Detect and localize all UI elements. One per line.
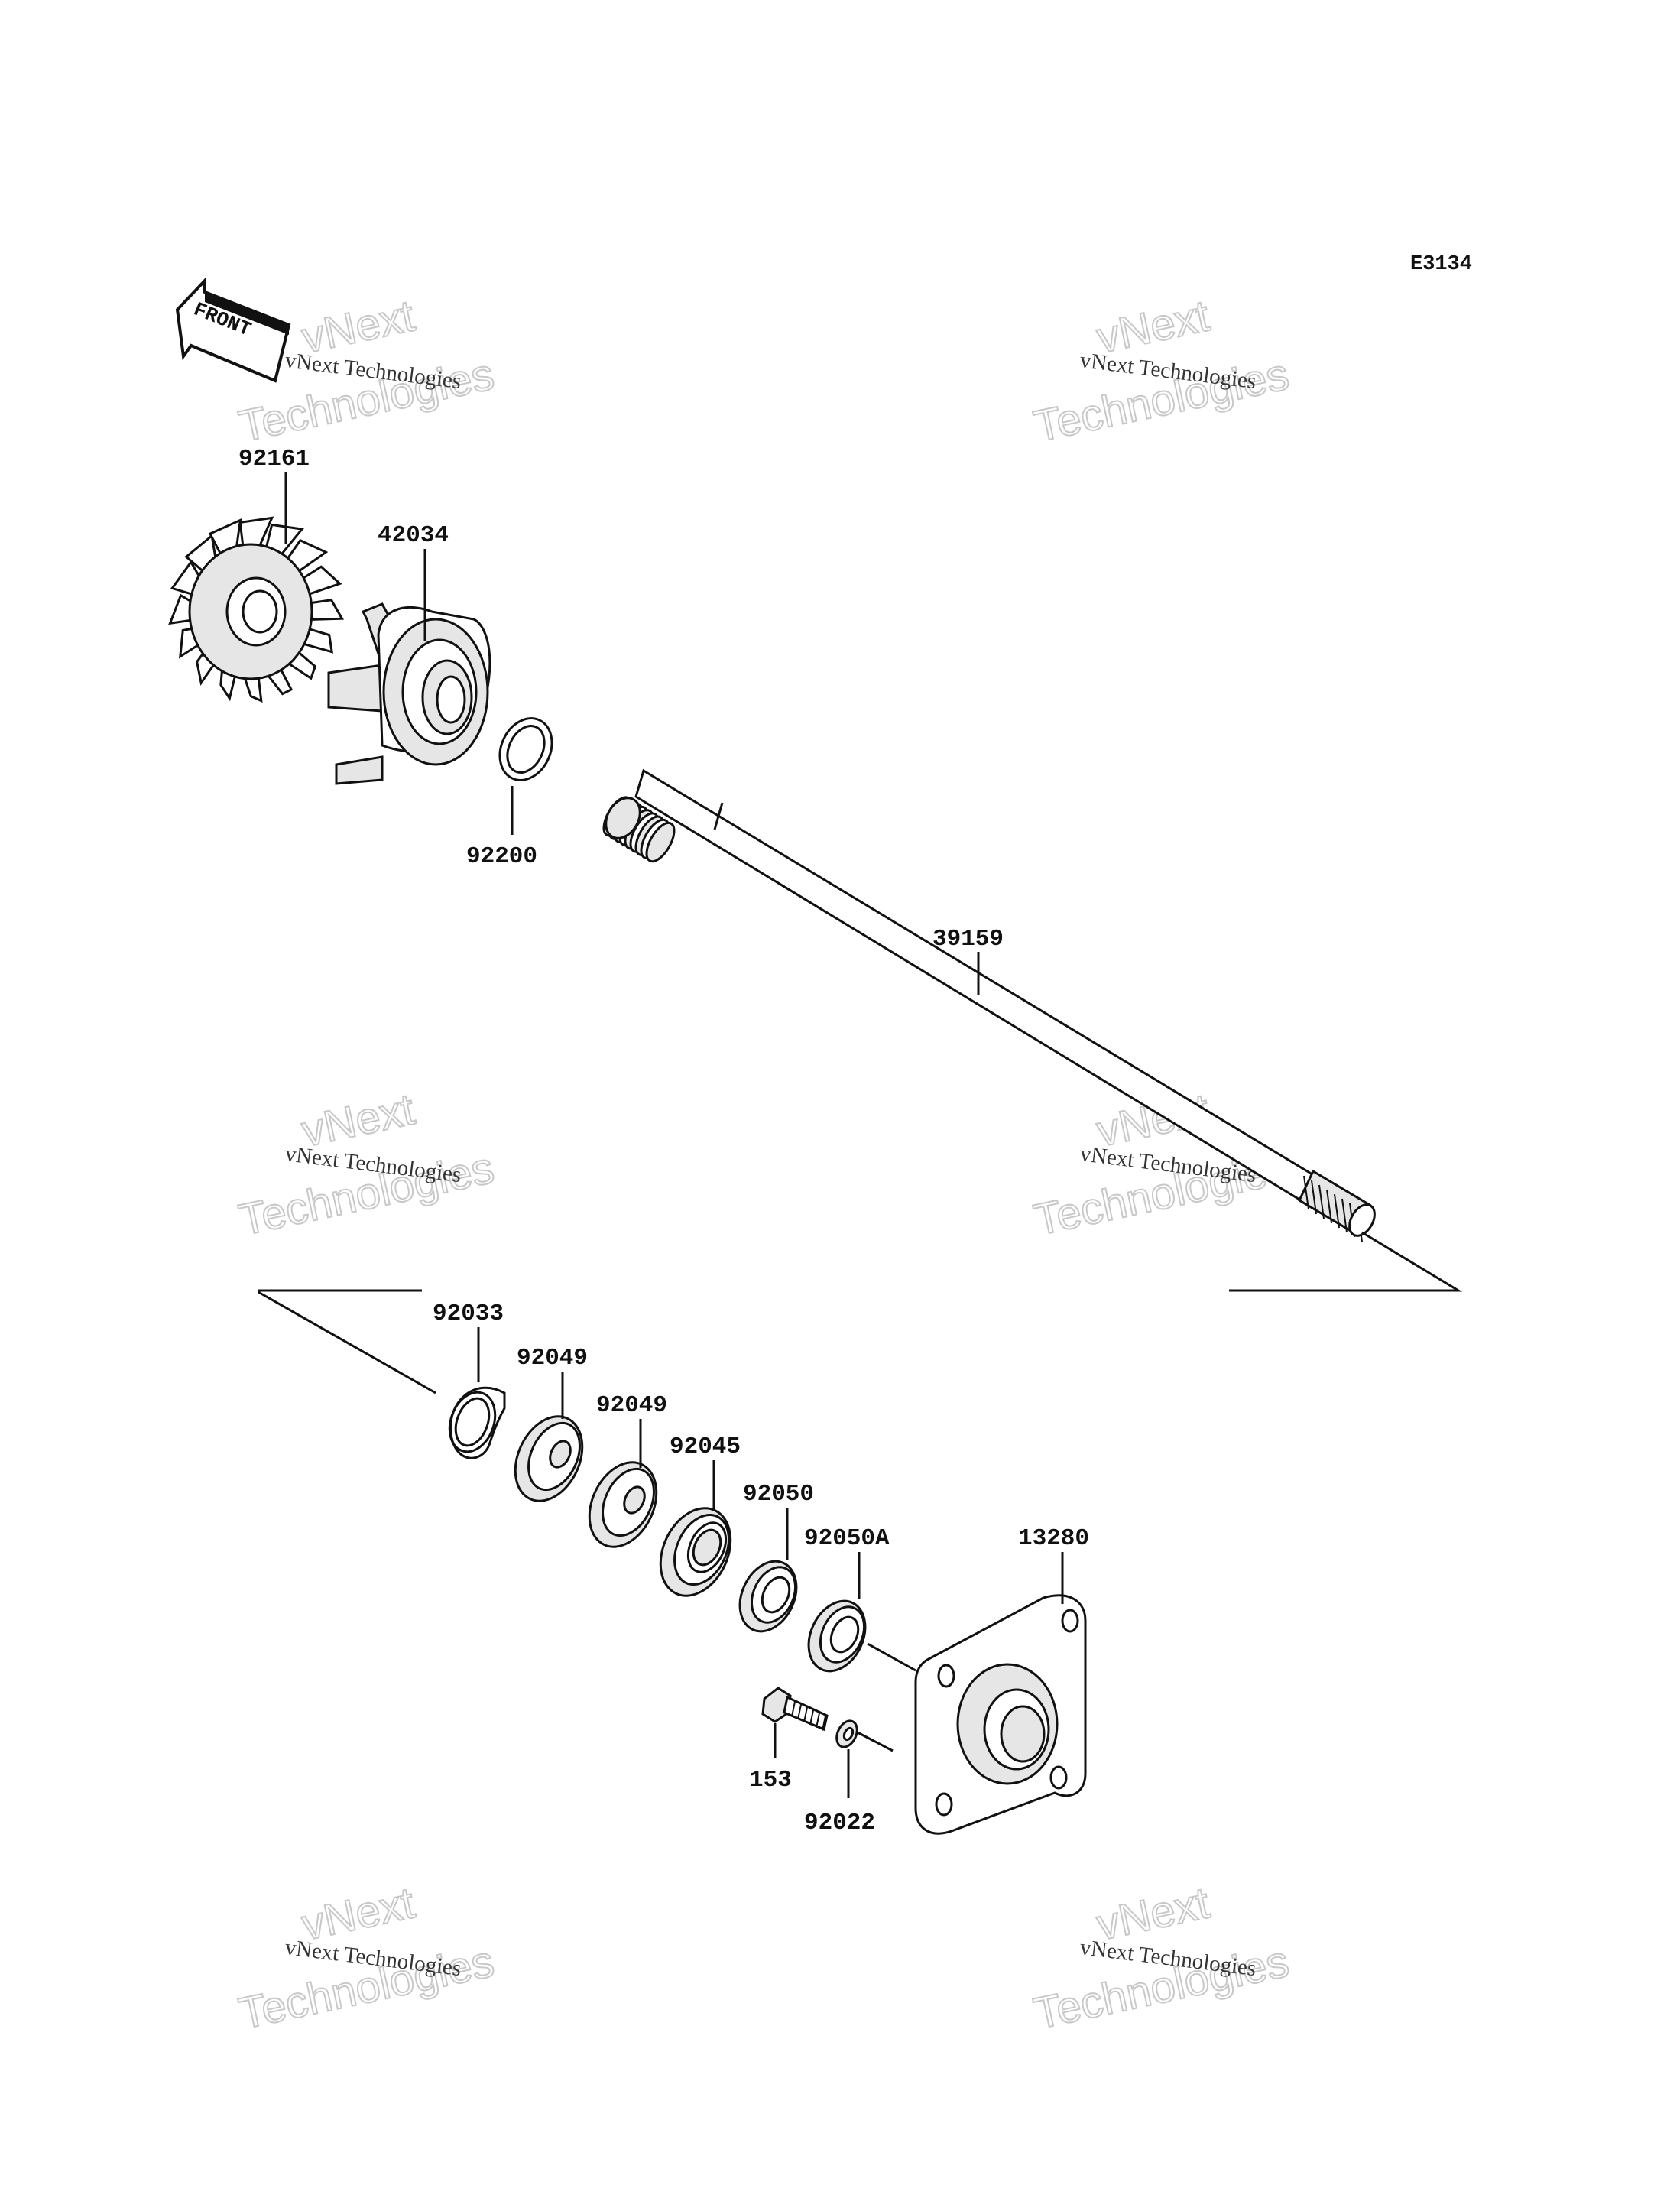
seal-92050A-part (807, 1599, 867, 1673)
watermark-bl: vNext Technologies vNext Technologies (234, 1877, 499, 2039)
part-label-92049-b[interactable]: 92049 (596, 1392, 667, 1419)
part-label-92033[interactable]: 92033 (433, 1300, 504, 1327)
front-arrow-icon: FRONT (175, 276, 291, 383)
bolt-thread-ridge (822, 1716, 826, 1731)
part-label-39159[interactable]: 39159 (932, 926, 1004, 953)
shaft-spline-ridge (1303, 1175, 1309, 1210)
circlip-part (448, 1386, 506, 1459)
impeller-part (168, 516, 345, 703)
watermark-ml: vNext Technologies vNext Technologies (234, 1083, 499, 1245)
diagram-code: E3134 (1410, 253, 1472, 276)
shaft-spline-ridge (1341, 1198, 1348, 1233)
shaft-spline-ridge (1326, 1189, 1332, 1224)
leader-92050A-flow (867, 1642, 916, 1672)
bolt-part (761, 1687, 829, 1732)
shaft-spline-ridge (1311, 1180, 1317, 1215)
part-label-92200[interactable]: 92200 (466, 843, 537, 870)
shaft-spline-ridge (1318, 1184, 1325, 1219)
part-label-42034[interactable]: 42034 (378, 522, 449, 549)
continuation-line-left-diag (258, 1291, 436, 1394)
bolt-thread-ridge (797, 1704, 802, 1719)
part-label-92045[interactable]: 92045 (670, 1433, 741, 1460)
shaft-part (602, 768, 1376, 1242)
part-label-13280[interactable]: 13280 (1018, 1525, 1089, 1552)
bolt-thread-ridge (791, 1701, 796, 1717)
part-label-92049-a[interactable]: 92049 (517, 1345, 588, 1372)
watermark-br: vNext Technologies vNext Technologies (1029, 1877, 1294, 2039)
washer-92022-part (835, 1719, 894, 1752)
shaft-thread-ring (645, 821, 676, 863)
part-label-92022[interactable]: 92022 (804, 1810, 875, 1836)
pump-housing-part (327, 602, 491, 785)
washer-92200-part (498, 717, 553, 781)
part-label-92050A[interactable]: 92050A (804, 1525, 890, 1552)
shaft-spline-ridge (1334, 1193, 1340, 1229)
oil-seal-b-part (588, 1461, 658, 1548)
bolt-thread-ridge (809, 1709, 814, 1726)
bearing-part (659, 1507, 732, 1597)
watermark-tr: vNext Technologies vNext Technologies (1029, 290, 1294, 452)
seal-92050-part (738, 1560, 798, 1633)
part-label-153[interactable]: 153 (749, 1767, 792, 1794)
bolt-thread-ridge (803, 1707, 808, 1722)
continuation-line-right (1229, 1231, 1463, 1292)
part-label-92050[interactable]: 92050 (743, 1481, 814, 1508)
bolt-thread-ridge (816, 1713, 820, 1729)
cover-plate-part (914, 1594, 1087, 1835)
part-label-92161[interactable]: 92161 (238, 446, 310, 472)
oil-seal-a-part (514, 1415, 584, 1502)
